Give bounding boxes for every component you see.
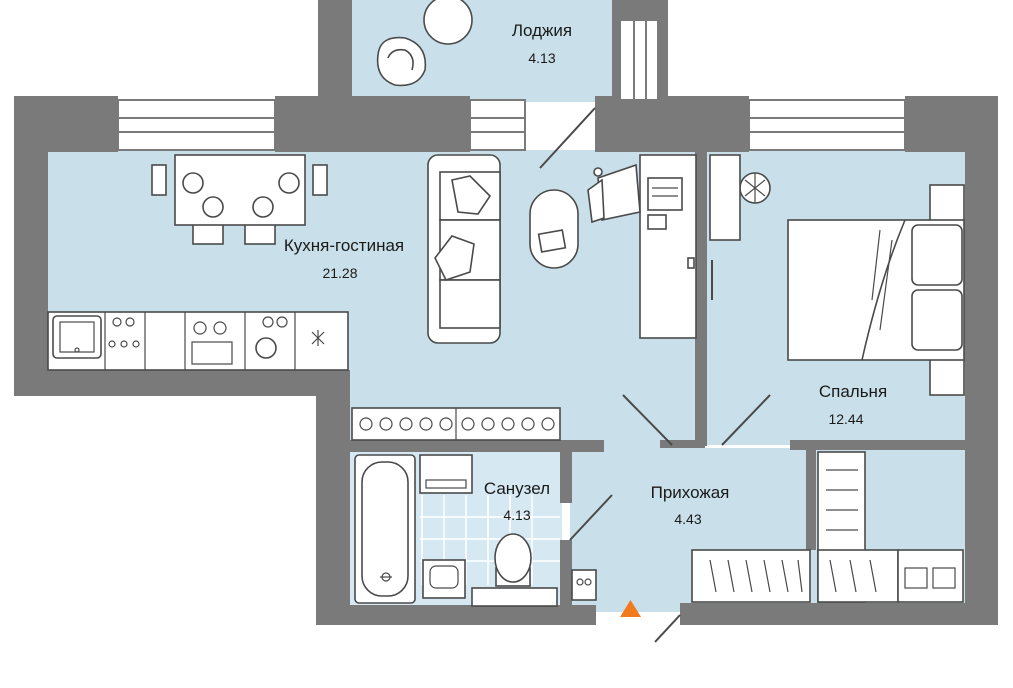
- doors: [539, 107, 771, 643]
- room-name-loggia: Лоджия: [512, 21, 572, 40]
- oven-icon: [108, 317, 140, 348]
- plant-icon: [739, 172, 771, 204]
- coffee-table-icon: [529, 189, 579, 269]
- hall-wardrobe: [691, 451, 964, 603]
- room-area-loggia: 4.13: [528, 50, 555, 66]
- bathroom-cabinet: [471, 587, 558, 607]
- washing-machine-icon: [419, 454, 473, 494]
- stove-icon: [191, 321, 233, 365]
- room-area-kitchen-living: 21.28: [322, 265, 357, 281]
- kitchen-counter: [47, 311, 349, 371]
- room-name-bedroom: Спальня: [819, 382, 887, 401]
- walls: [14, 0, 998, 625]
- room-area-bedroom: 12.44: [828, 411, 863, 427]
- sofa-icon: [427, 154, 501, 344]
- dining-table-icon: [151, 154, 328, 245]
- washbasin-icon: [422, 559, 466, 599]
- room-area-hall: 4.43: [674, 511, 701, 527]
- desk-icon: [639, 154, 697, 339]
- storage-shelf: [351, 407, 561, 441]
- bedroom-shelf: [709, 154, 741, 241]
- coffee-maker-icon: [255, 316, 288, 359]
- sink-icon: [52, 315, 102, 359]
- office-chair-icon: [587, 163, 641, 224]
- toilet-icon: [494, 533, 532, 587]
- bathtub-icon: [354, 454, 416, 604]
- room-name-bathroom: Санузел: [484, 479, 550, 498]
- entrance-arrow-icon: [620, 600, 641, 617]
- bed-icon: [787, 184, 965, 396]
- room-name-hall: Прихожая: [651, 483, 730, 502]
- loggia-furniture: [376, 0, 473, 87]
- room-area-bathroom: 4.13: [503, 507, 530, 523]
- room-name-kitchen-living: Кухня-гостиная: [284, 236, 404, 255]
- armchair-icon: [376, 36, 427, 87]
- room-labels: Лоджия 4.13 Кухня-гостиная 21.28 Спальня…: [284, 21, 887, 527]
- windows: [117, 19, 906, 151]
- round-table-icon: [423, 0, 473, 45]
- shoe-rack-icon: [571, 569, 597, 601]
- fridge-icon: [311, 330, 325, 346]
